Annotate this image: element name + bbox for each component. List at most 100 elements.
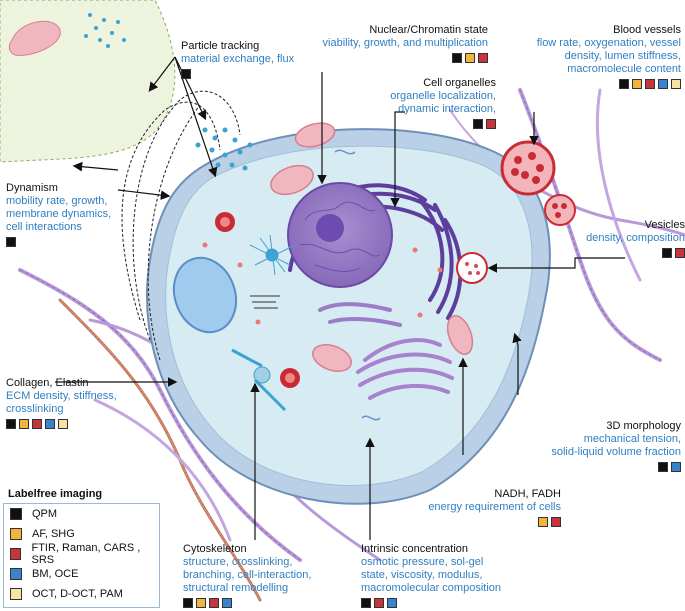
label-description: ECM density, stiffness,: [6, 390, 117, 402]
blood-vessel-large: [500, 140, 556, 196]
legend-title: Labelfree imaging: [8, 488, 103, 500]
method-marker-qpm: [473, 119, 483, 129]
label-title: Vesicles: [644, 219, 685, 231]
label-description: macromolecule content: [567, 63, 681, 75]
label-vesicles: Vesicles density, composition: [560, 219, 685, 258]
legend-swatch: [10, 568, 22, 580]
method-marker-bm_oce: [387, 598, 397, 608]
method-marker-ftir_raman: [478, 53, 488, 63]
label-description: material exchange, flux: [181, 53, 295, 65]
legend-label: OCT, D-OCT, PAM: [32, 588, 123, 600]
label-title: NADH, FADH: [494, 488, 561, 500]
label-title: 3D morphology: [606, 420, 681, 432]
particle-trajectories: [121, 90, 241, 361]
label-3d-morphology: 3D morphology mechanical tension, solid-…: [505, 420, 681, 472]
method-marker-af_shg: [465, 53, 475, 63]
method-marker-ftir_raman: [32, 419, 42, 429]
label-cell-organelles: Cell organelles organelle localization, …: [384, 77, 496, 129]
chromatin: [299, 201, 381, 272]
marker-row: [512, 79, 681, 89]
label-description: density, composition: [586, 232, 685, 244]
method-marker-ftir_raman: [209, 598, 219, 608]
marker-row: [384, 119, 496, 129]
method-marker-ftir_raman: [675, 248, 685, 258]
label-description: osmotic pressure, sol-gel: [361, 556, 484, 568]
marker-row: [505, 462, 681, 472]
method-marker-bm_oce: [222, 598, 232, 608]
label-description: viability, growth, and multiplication: [322, 37, 488, 49]
label-description: density, lumen stiffness,: [564, 50, 681, 62]
label-description: structure, crosslinking,: [183, 556, 293, 568]
method-marker-qpm: [361, 598, 371, 608]
legend-item: BM, OCE: [4, 564, 159, 584]
marker-row: [415, 517, 561, 527]
squiggle: [334, 149, 356, 155]
label-description: flow rate, oxygenation, vessel: [536, 37, 681, 49]
legend-item: OCT, D-OCT, PAM: [4, 584, 159, 604]
label-description: solid-liquid volume fraction: [551, 446, 681, 458]
method-marker-qpm: [183, 598, 193, 608]
mitochondrion: [8, 20, 61, 56]
legend-label: BM, OCE: [32, 568, 79, 580]
label-dynamism: Dynamism mobility rate, growth, membrane…: [6, 182, 111, 247]
label-title: Dynamism: [6, 182, 58, 194]
marker-row: [6, 419, 117, 429]
squiggle: [361, 415, 381, 421]
particles-cell: [195, 127, 253, 171]
legend-label: QPM: [32, 508, 58, 520]
method-marker-ftir_raman: [374, 598, 384, 608]
mitochondria: [270, 122, 474, 372]
label-blood-vessels: Blood vessels flow rate, oxygenation, ve…: [512, 24, 681, 89]
method-marker-bm_oce: [658, 79, 668, 89]
method-marker-qpm: [6, 237, 16, 247]
neighbour-cell: [0, 0, 176, 163]
label-description: branching, cell-interaction,: [183, 569, 312, 581]
label-description: cell interactions: [6, 221, 82, 233]
label-description: mechanical tension,: [583, 433, 681, 445]
vesicle: [456, 252, 488, 284]
nucleolus: [316, 214, 344, 242]
method-marker-af_shg: [196, 598, 206, 608]
centrosome: [249, 234, 296, 276]
marker-row: [183, 598, 311, 608]
legend-item: FTIR, Raman, CARS , SRS: [4, 542, 159, 566]
golgi-apparatus: [356, 338, 454, 400]
legend-label: FTIR, Raman, CARS , SRS: [31, 542, 141, 566]
label-cytoskeleton: Cytoskeleton structure, crosslinking, br…: [183, 543, 311, 608]
legend-swatch: [10, 548, 22, 560]
method-marker-oct_pam: [58, 419, 68, 429]
method-marker-oct_pam: [671, 79, 681, 89]
label-description: macromolecular composition: [361, 582, 501, 594]
legend-swatch: [10, 588, 22, 600]
microtubules: [250, 295, 280, 309]
label-title: Blood vessels: [613, 24, 681, 36]
marker-row: [181, 69, 294, 79]
method-marker-ftir_raman: [645, 79, 655, 89]
method-marker-qpm: [181, 69, 191, 79]
label-description: membrane dynamics,: [6, 208, 112, 220]
label-particle-tracking: Particle tracking material exchange, flu…: [181, 40, 294, 79]
label-description: organelle localization,: [390, 90, 496, 102]
legend-item: AF, SHG: [4, 524, 159, 544]
label-description: state, viscosity, modulus,: [361, 569, 483, 581]
blood-vessel-small: [544, 194, 576, 226]
marker-row: [316, 53, 488, 63]
label-collagen-elastin: Collagen, Elastin ECM density, stiffness…: [6, 377, 117, 429]
method-marker-af_shg: [632, 79, 642, 89]
red-blood-cells: [215, 212, 300, 388]
label-title: Intrinsic concentration: [361, 543, 468, 555]
vacuole: [172, 256, 238, 334]
legend-swatch: [10, 508, 22, 520]
legend-item: QPM: [4, 504, 159, 524]
marker-row: [560, 248, 685, 258]
marker-row: [361, 598, 501, 608]
method-marker-qpm: [619, 79, 629, 89]
method-marker-qpm: [662, 248, 672, 258]
legend: QPM AF, SHG FTIR, Raman, CARS , SRS BM, …: [3, 503, 160, 608]
method-marker-qpm: [452, 53, 462, 63]
legend-label: AF, SHG: [32, 528, 75, 540]
label-intrinsic-concentration: Intrinsic concentration osmotic pressure…: [361, 543, 501, 608]
method-marker-bm_oce: [45, 419, 55, 429]
label-description: dynamic interaction,: [398, 103, 496, 115]
method-marker-qpm: [6, 419, 16, 429]
